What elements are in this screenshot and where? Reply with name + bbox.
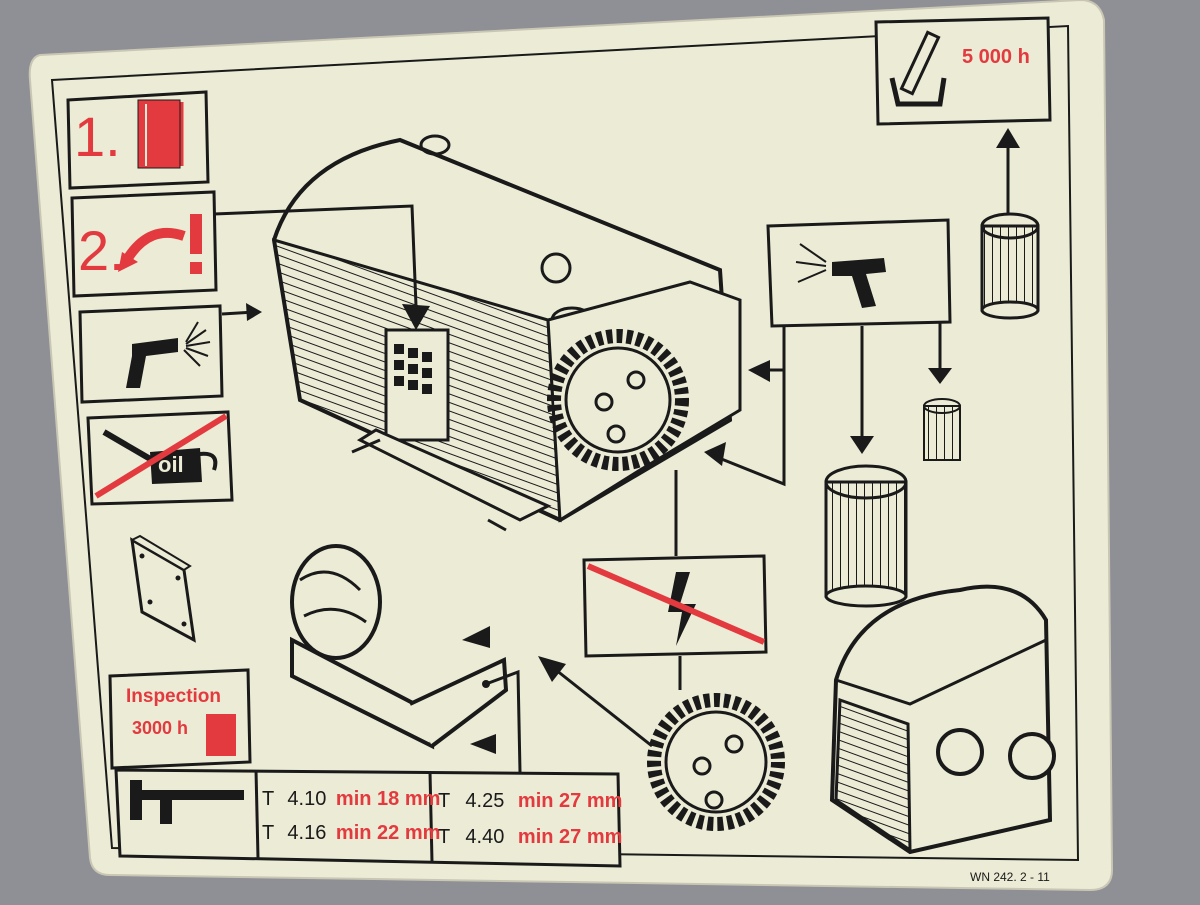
step1-number: 1. [74, 105, 121, 168]
attention-exclamation-icon [118, 214, 202, 274]
inspection-hours: 3000 h [132, 718, 189, 738]
filter-cartridge-small-icon [923, 398, 961, 461]
step2-box [70, 190, 218, 298]
vane-row-2: T 4.16 min 22 mm [262, 822, 441, 844]
vane-row-4: T 4.40 min 27 mm [438, 826, 623, 848]
step2-number: 2. [78, 219, 125, 282]
vane-row-1: T 4.10 min 18 mm [262, 788, 441, 810]
label-border [50, 24, 1080, 862]
caliper-icon [130, 780, 244, 824]
pump-unit-icon [829, 584, 1056, 855]
air-gun-box [78, 303, 262, 404]
interval-5000: 5 000 h [962, 46, 1030, 68]
inspection-book-icon [206, 714, 236, 756]
air-gun-box-right [766, 218, 952, 328]
no-electricity-box [582, 554, 768, 658]
manual-book-icon [137, 99, 184, 169]
no-oil-can-icon [94, 413, 228, 499]
no-electricity-icon [586, 563, 766, 646]
vane-plate-icon [290, 544, 509, 750]
air-gun-icon [126, 321, 211, 388]
housing-icon [271, 134, 742, 532]
no-oil-box [86, 410, 234, 506]
step1-box [66, 90, 210, 190]
rotor-icon [647, 693, 785, 831]
doc-code: WN 242. 2 - 11 [970, 870, 1050, 884]
filter-cartridge-large-icon [824, 464, 908, 608]
filter-cartridge-icon [980, 212, 1040, 320]
oil-text: oil [158, 452, 184, 477]
vane-row-3: T 4.25 min 27 mm [438, 790, 623, 812]
vane-table-frame [114, 768, 622, 868]
oil-filter-change-box [874, 16, 1052, 126]
inspection-title: Inspection [126, 686, 222, 707]
end-cover-icon [129, 534, 196, 643]
oil-filter-change-icon [889, 30, 947, 107]
inspection-box [108, 668, 252, 770]
